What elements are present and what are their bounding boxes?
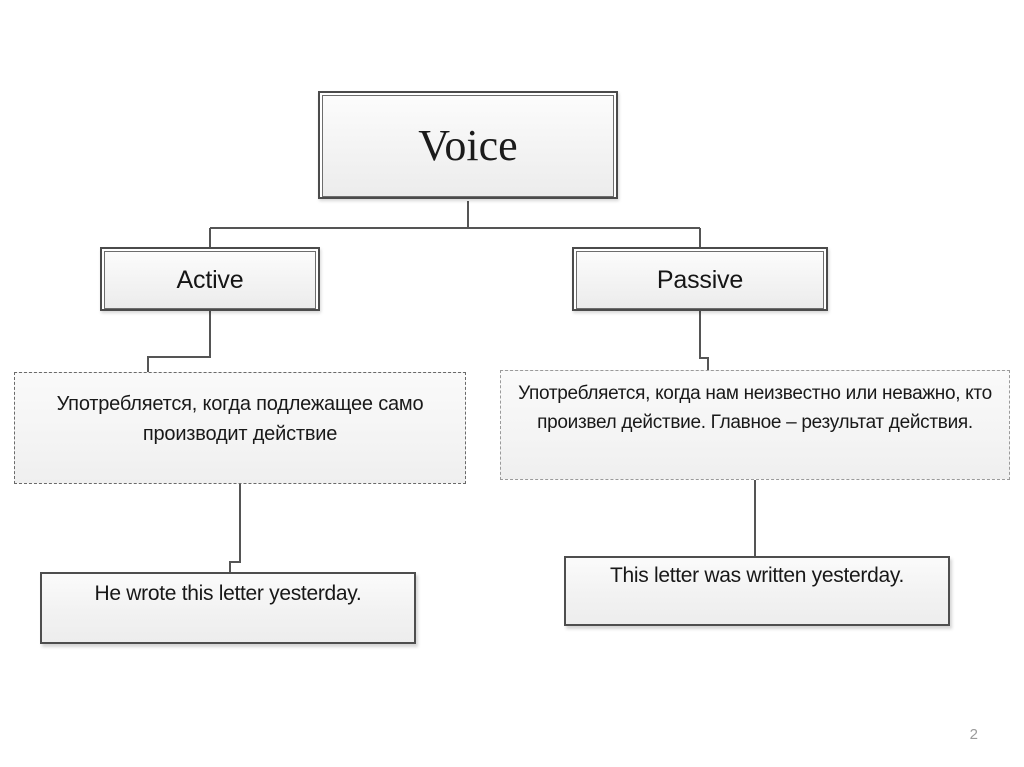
- node-active-description-label: Употребляется, когда подлежащее само про…: [56, 393, 424, 446]
- node-active[interactable]: Active: [100, 247, 320, 311]
- connector-active-to-description: [147, 311, 211, 372]
- connector-description-to-example-active: [229, 484, 241, 572]
- connector-passive-to-description: [699, 311, 709, 370]
- node-active-example[interactable]: He wrote this letter yesterday.: [40, 572, 416, 644]
- node-active-inner: Active: [104, 251, 316, 309]
- node-active-example-label: He wrote this letter yesterday.: [94, 582, 362, 605]
- node-passive-description[interactable]: Употребляется, когда нам неизвестно или …: [500, 370, 1010, 480]
- node-voice-inner: Voice: [322, 95, 614, 197]
- page-number: 2: [969, 726, 978, 743]
- node-voice-label: Voice: [418, 121, 518, 170]
- node-active-description[interactable]: Употребляется, когда подлежащее само про…: [14, 372, 466, 484]
- node-active-label: Active: [176, 265, 244, 294]
- node-passive-description-label: Употребляется, когда нам неизвестно или …: [518, 383, 992, 433]
- node-voice[interactable]: Voice: [318, 91, 618, 199]
- node-passive-label: Passive: [656, 265, 744, 294]
- node-passive-inner: Passive: [576, 251, 824, 309]
- node-passive-example[interactable]: This letter was written yesterday.: [564, 556, 950, 626]
- node-passive-example-label: This letter was written yesterday.: [609, 564, 904, 587]
- node-passive[interactable]: Passive: [572, 247, 828, 311]
